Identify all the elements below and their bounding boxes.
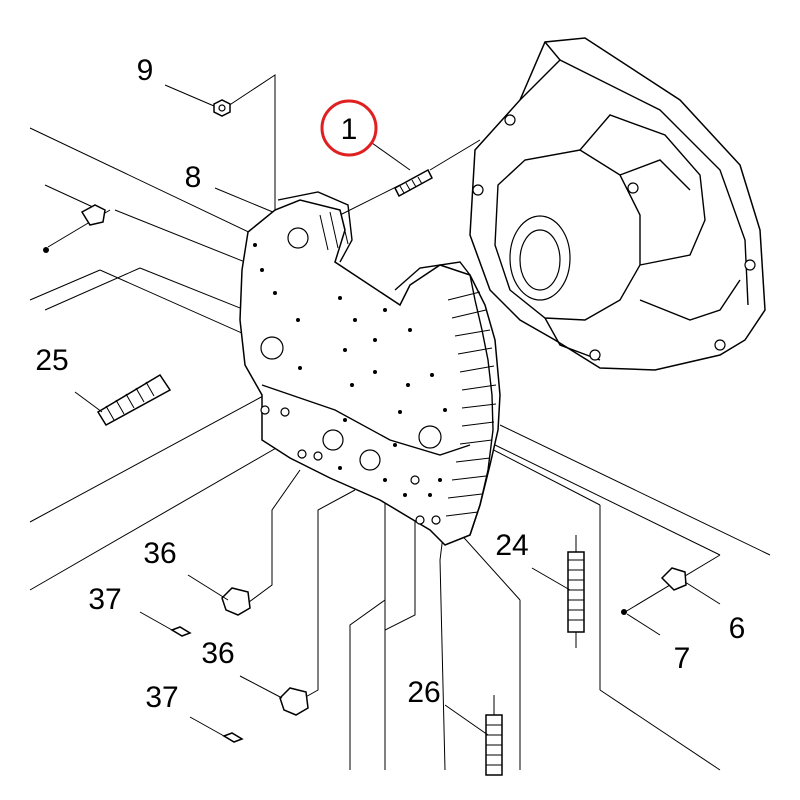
- nut-part-9: [213, 99, 231, 117]
- callout-9-leader: [164, 84, 215, 107]
- main-plate: [239, 191, 501, 546]
- callout-36-lower: 36: [201, 637, 234, 670]
- callout-24: 24: [495, 529, 528, 562]
- clip-upper-left: [43, 204, 106, 253]
- clip-part-36-upper: [187, 574, 251, 616]
- callout-1-leader: [371, 142, 411, 171]
- screw-part-37-lower: [189, 716, 244, 743]
- plate-dots: [253, 243, 447, 497]
- stud-part-25: [74, 373, 172, 426]
- callout-1: 1: [341, 113, 358, 146]
- callout-37-lower: 37: [145, 681, 178, 714]
- bell-housing: [469, 37, 766, 371]
- callout-25: 25: [35, 344, 68, 377]
- clip-part-36-lower: [239, 675, 309, 716]
- callout-9: 9: [137, 54, 154, 87]
- callout-36-upper: 36: [143, 537, 176, 570]
- highlight-circle: [320, 99, 378, 157]
- stud-part-1: [394, 168, 433, 198]
- callout-6: 6: [729, 612, 746, 645]
- callout-37-upper: 37: [88, 583, 121, 616]
- stud-part-24: [531, 535, 585, 648]
- stud-part-26: [444, 695, 503, 776]
- screw-part-7: [621, 609, 661, 636]
- callout-7: 7: [674, 642, 691, 675]
- screw-part-37-upper: [139, 611, 192, 637]
- clip-part-6: [660, 567, 721, 605]
- callout-8: 8: [185, 161, 202, 194]
- callout-26: 26: [407, 676, 440, 709]
